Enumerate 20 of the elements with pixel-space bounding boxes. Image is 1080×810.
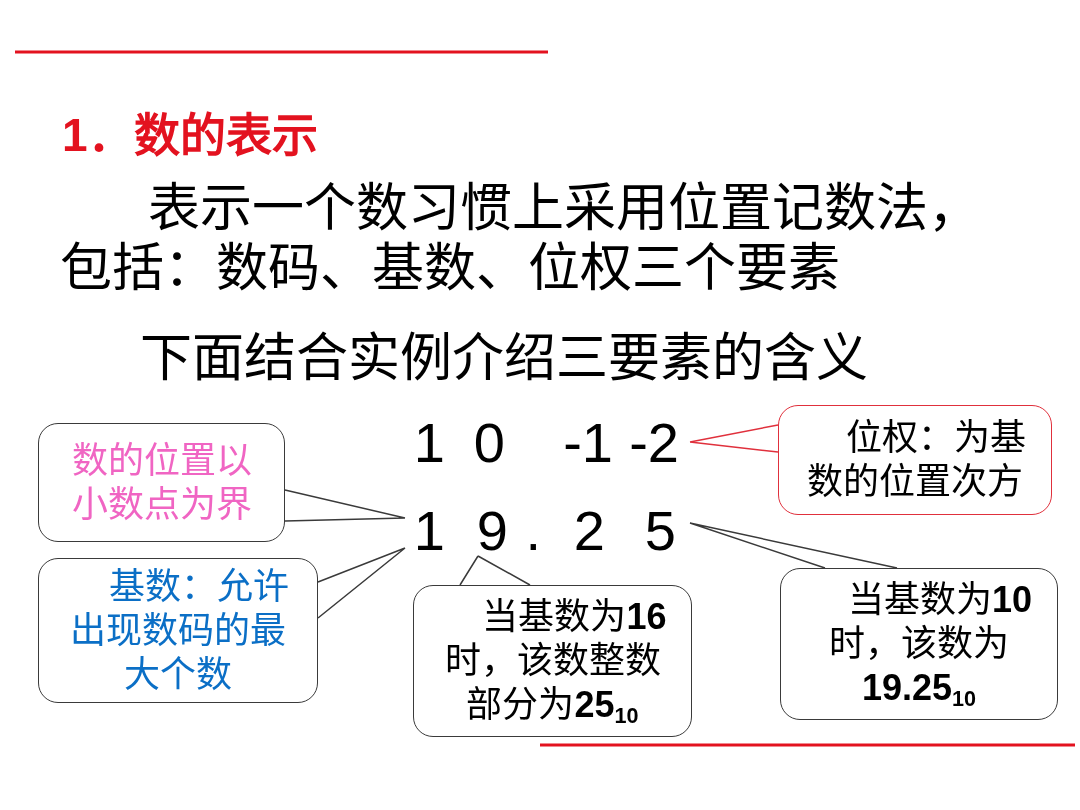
callout-box: [778, 405, 1052, 515]
leader-line: [689, 424, 779, 453]
place-weight-text: 1 0 -1 -2: [405, 412, 690, 468]
paragraph-text: 表示一个数习惯上采用位置记数法，包括：数码、基数、位权三个要素: [60, 178, 981, 298]
leader-line: [689, 522, 898, 569]
leader-line: [459, 555, 531, 586]
callout-text: 当基数为16时，该数整数部分为25$_{10}$: [443, 595, 668, 727]
callout-box: [38, 558, 318, 703]
callout-box: [38, 423, 285, 542]
leader-line: [317, 547, 406, 619]
number-text: 1 9 . 2 5: [405, 500, 690, 556]
callout-text: 基数：允许出现数码的最大个数: [69, 564, 290, 697]
callout-box: [413, 585, 692, 737]
leader-line: [284, 489, 406, 522]
callout-text: 当基数为10时，该数为19.25$_{10}$: [828, 578, 1033, 710]
callout-text: 数的位置以小数点为界: [70, 438, 253, 527]
slide-title: 1．数的表示: [62, 108, 318, 163]
callout-box: [780, 568, 1058, 720]
callout-text: 位权：为基数的位置次方: [806, 416, 1027, 504]
paragraph-text: 下面结合实例介绍三要素的含义: [140, 328, 869, 388]
